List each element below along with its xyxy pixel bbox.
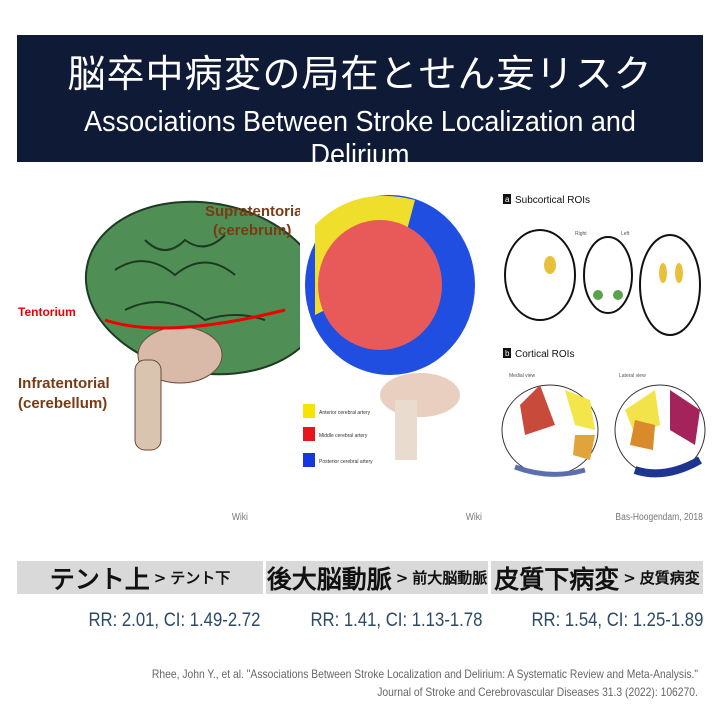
credit-left: Wiki — [231, 512, 248, 523]
title-english: Associations Between Stroke Localization… — [84, 106, 636, 171]
title-japanese: 脳卒中病変の局在とせん妄リスク — [67, 52, 653, 96]
legend-label-anterior: Anterior cerebral artery — [319, 410, 371, 416]
credit-right: Bas-Hoogendam, 2018 — [615, 512, 703, 523]
legend-swatch-middle — [303, 427, 315, 441]
legend-swatch-posterior — [303, 453, 315, 467]
panel-a-title: Subcortical ROIs — [515, 195, 590, 206]
stat-tentorium: RR: 2.01, CI: 1.49-2.72 — [88, 610, 260, 631]
legend-label-middle: Middle cerebral artery — [319, 433, 368, 439]
title-banner: 脳卒中病変の局在とせん妄リスク Associations Between Str… — [17, 35, 703, 171]
comparison-separator: > — [153, 568, 167, 587]
comparison-box-subcortical: 皮質下病変 > 皮質病変 — [491, 561, 703, 594]
roi-figure: a Subcortical ROIs Right Left b Cortical… — [501, 194, 706, 478]
brain-tentorium-figure: Supratentorial (cerebrum) Tentorium Infr… — [18, 200, 300, 451]
panel-a-letter: a — [505, 195, 510, 204]
label-left: Left — [621, 231, 630, 237]
credit-middle: Wiki — [465, 512, 482, 523]
label-lateral-view: Lateral view — [619, 373, 646, 379]
reference-line-2: Journal of Stroke and Cerebrovascular Di… — [377, 685, 698, 699]
label-cerebrum: (cerebrum) — [213, 222, 291, 239]
comparison-main: テント上 — [49, 564, 150, 594]
comparison-main: 皮質下病変 — [494, 564, 620, 594]
label-right: Right — [575, 231, 587, 237]
comparison-separator: > — [623, 568, 636, 587]
legend-label-posterior: Posterior cerebral artery — [319, 459, 373, 465]
reference-line-1: Rhee, John Y., et al. "Associations Betw… — [151, 667, 698, 681]
comparison-box-artery: 後大脳動脈 > 前大脳動脈 — [266, 561, 488, 594]
cerebral-artery-figure: Anterior cerebral artery Middle cerebral… — [303, 195, 475, 467]
stat-subcortical: RR: 1.54, CI: 1.25-1.89 — [531, 610, 703, 631]
label-medial-view: Medial view — [509, 373, 536, 379]
label-tentorium: Tentorium — [18, 305, 76, 319]
comparison-other: 前大脳動脈 — [412, 569, 488, 587]
comparison-main: 後大脳動脈 — [266, 564, 392, 594]
comparison-other: テント下 — [170, 569, 231, 587]
label-supratentorial: Supratentorial — [205, 203, 300, 220]
comparison-other: 皮質病変 — [639, 569, 700, 587]
comparison-separator: > — [395, 568, 409, 587]
label-cerebellum: (cerebellum) — [18, 395, 107, 412]
legend-swatch-anterior — [303, 404, 315, 418]
label-infratentorial: Infratentorial — [18, 375, 110, 392]
panel-b-title: Cortical ROIs — [515, 349, 574, 360]
artery-legend: Anterior cerebral artery Middle cerebral… — [303, 404, 373, 467]
panel-b-letter: b — [505, 349, 510, 358]
comparison-box-tentorium: テント上 > テント下 — [17, 561, 263, 594]
stat-artery: RR: 1.41, CI: 1.13-1.78 — [310, 610, 482, 631]
